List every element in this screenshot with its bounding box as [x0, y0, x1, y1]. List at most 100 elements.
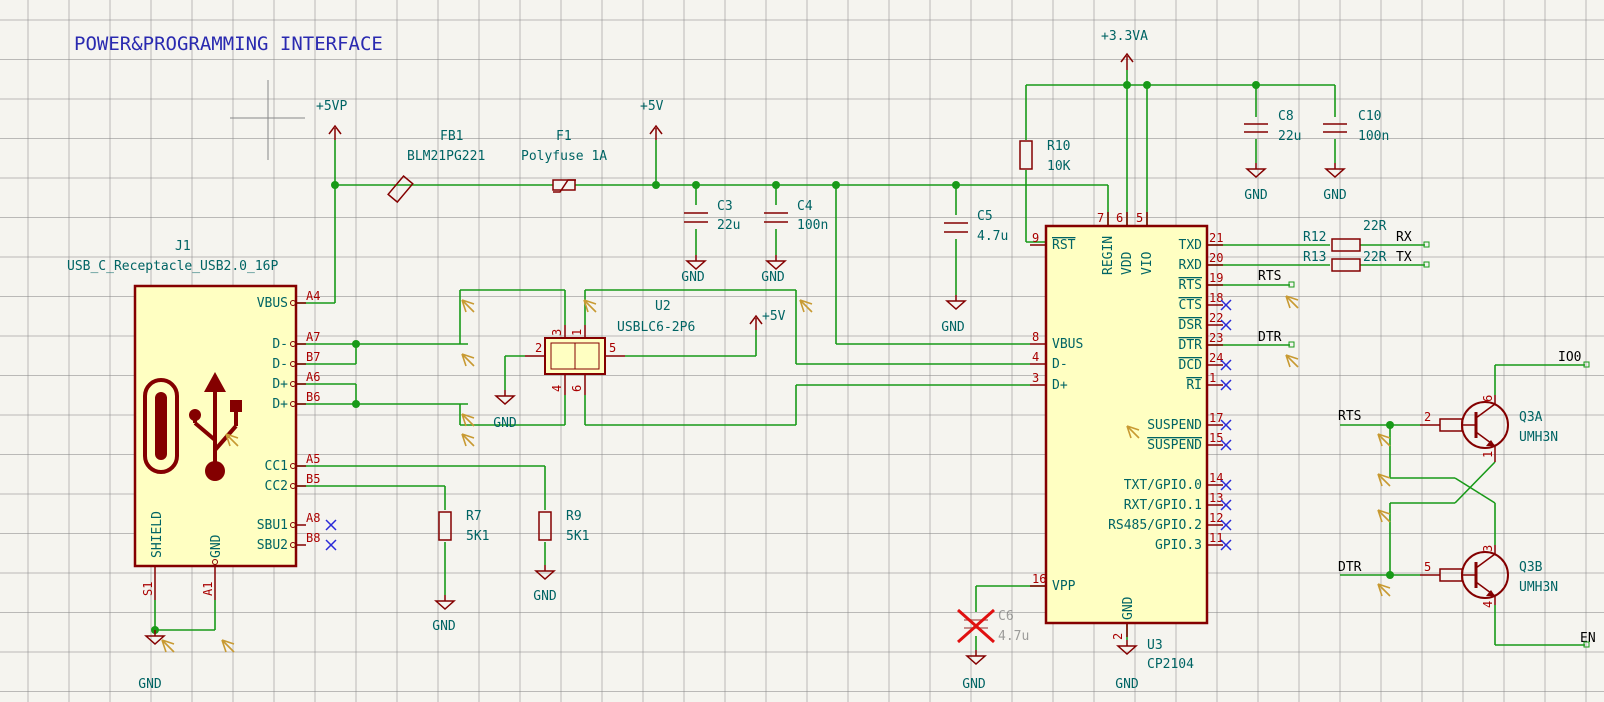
gnd-symbol[interactable]: GND	[533, 565, 557, 604]
c5-capacitor[interactable]: C5 4.7u	[944, 209, 1008, 244]
r10-value: 10K	[1047, 159, 1071, 174]
c8-capacitor[interactable]: C8 22u	[1244, 109, 1301, 144]
gnd-label: GND	[962, 677, 986, 692]
power-5v-u2[interactable]: +5V	[749, 309, 786, 330]
q3a-col-pin: 6	[1481, 395, 1495, 402]
j1-pin-name: CC2	[265, 479, 288, 494]
f1-polyfuse[interactable]: F1 Polyfuse 1A	[521, 129, 607, 193]
j1-s1-num: S1	[141, 582, 155, 596]
j1-pin-name: CC1	[265, 459, 288, 474]
fb1-ferrite-bead[interactable]: FB1 BLM21PG221	[387, 129, 485, 204]
u3-pin-num: 16	[1032, 572, 1046, 586]
u2-pin1: 1	[570, 329, 584, 336]
erc-flag-icon	[1377, 473, 1391, 487]
power-5v-rail[interactable]: +5V	[640, 99, 664, 140]
c4-capacitor[interactable]: C4 100n	[764, 199, 828, 233]
gnd-label: GND	[533, 589, 557, 604]
u3-pin-num: 1	[1209, 371, 1216, 385]
u2-pin3: 3	[550, 329, 564, 336]
c6-ref: C6	[998, 609, 1014, 624]
r13-resistor[interactable]: R13 22R	[1303, 250, 1387, 272]
j1-pin-num: B6	[306, 390, 320, 404]
gnd-symbol[interactable]: GND	[138, 630, 166, 692]
u3-pin-num: 21	[1209, 231, 1223, 245]
gnd-symbol[interactable]: GND	[962, 650, 987, 692]
j1-pin-name: SBU2	[257, 538, 288, 553]
power-5vp[interactable]: +5VP	[316, 99, 347, 140]
u3-pin-num: 5	[1136, 211, 1143, 225]
r7-resistor[interactable]: R7 5K1	[438, 509, 489, 544]
gnd-symbol[interactable]: GND	[1115, 640, 1139, 692]
j1-pin-name: D+	[272, 397, 288, 412]
q3b-col-pin: 3	[1481, 545, 1495, 552]
gnd-symbol[interactable]: GND	[1323, 163, 1347, 203]
q3a-value: UMH3N	[1519, 430, 1558, 445]
u3-pin-name: VPP	[1052, 579, 1076, 594]
u3-pin-name: RI	[1186, 378, 1202, 393]
u3-pin-name: RXT/GPIO.1	[1124, 498, 1202, 513]
c10-capacitor[interactable]: C10 100n	[1323, 109, 1389, 144]
u3-pin-name: RTS	[1179, 278, 1202, 293]
r13-value: 22R	[1363, 250, 1387, 265]
fb1-value: BLM21PG221	[407, 149, 485, 164]
gnd-symbol[interactable]: GND	[761, 255, 787, 285]
power-3v3a[interactable]: +3.3VA	[1101, 29, 1148, 70]
erc-flag-icon	[461, 433, 475, 447]
u3-pin-num: 12	[1209, 511, 1223, 525]
gnd-label: GND	[432, 619, 456, 634]
u3-pin-name: RST	[1052, 238, 1076, 253]
j1-pin-name: D-	[272, 357, 288, 372]
gnd-symbol[interactable]: GND	[432, 595, 456, 634]
u3-gnd-num: 2	[1111, 633, 1125, 640]
j1-pin-num: B7	[306, 350, 320, 364]
u3-pin-name: SUSPEND	[1147, 418, 1202, 433]
j1-value: USB_C_Receptacle_USB2.0_16P	[67, 259, 278, 274]
u3-pin-name: RS485/GPIO.2	[1108, 518, 1202, 533]
j1-pin-num: B8	[306, 531, 320, 545]
r9-resistor[interactable]: R9 5K1	[538, 509, 589, 544]
net-label-en: EN	[1580, 631, 1596, 646]
c4-ref: C4	[797, 199, 813, 214]
u3-pin-name: D+	[1052, 378, 1068, 393]
gnd-symbol[interactable]: GND	[941, 295, 967, 335]
j1-pin-num: B5	[306, 472, 320, 486]
erc-markers	[161, 295, 1391, 653]
gnd-symbol[interactable]: GND	[1244, 163, 1268, 203]
q3b-base-pin: 5	[1424, 560, 1431, 574]
gnd-symbol[interactable]: GND	[681, 255, 707, 285]
power-5vp-label: +5VP	[316, 99, 347, 114]
u3-pin-name: REGIN	[1101, 236, 1116, 275]
c3-ref: C3	[717, 199, 733, 214]
net-label-tx: TX	[1396, 250, 1412, 265]
erc-flag-icon	[583, 299, 597, 313]
u3-pin-num: 13	[1209, 491, 1223, 505]
q3b-transistor[interactable]: 5 3 4 Q3B UMH3N	[1420, 503, 1558, 608]
gnd-label: GND	[138, 677, 162, 692]
u3-pin-num: 15	[1209, 431, 1223, 445]
q3a-base-pin: 2	[1424, 410, 1431, 424]
net-labels: RX TX RTS DTR RTS DTR IO0 EN	[1258, 230, 1596, 648]
u3-pin-name: DCD	[1179, 358, 1203, 373]
u3-value: CP2104	[1147, 657, 1194, 672]
r10-resistor[interactable]: R10 10K	[1019, 139, 1071, 174]
c5-value: 4.7u	[977, 229, 1008, 244]
net-label-rts-u3: RTS	[1258, 269, 1281, 284]
u3-pin-num: 20	[1209, 251, 1223, 265]
gnd-label: GND	[1323, 188, 1347, 203]
u3-pin-num: 24	[1209, 351, 1223, 365]
c3-capacitor[interactable]: C3 22u	[684, 199, 740, 233]
u2-pin6: 6	[570, 385, 584, 392]
j1-pin-num: A6	[306, 370, 320, 384]
r12-ref: R12	[1303, 230, 1326, 245]
r10-ref: R10	[1047, 139, 1070, 154]
gnd-label: GND	[941, 320, 965, 335]
gnd-symbol[interactable]: GND	[493, 390, 517, 431]
f1-value: Polyfuse 1A	[521, 149, 607, 164]
q3a-transistor[interactable]: 2 6 1 Q3A UMH3N	[1420, 395, 1558, 462]
r12-resistor[interactable]: R12 22R	[1303, 219, 1387, 252]
u2-esd-protection[interactable]: 2 3 1 5 4 6 U2 USBLC6-2P6	[525, 299, 695, 395]
net-label-rts-q: RTS	[1338, 409, 1361, 424]
u3-pin-num: 17	[1209, 411, 1223, 425]
